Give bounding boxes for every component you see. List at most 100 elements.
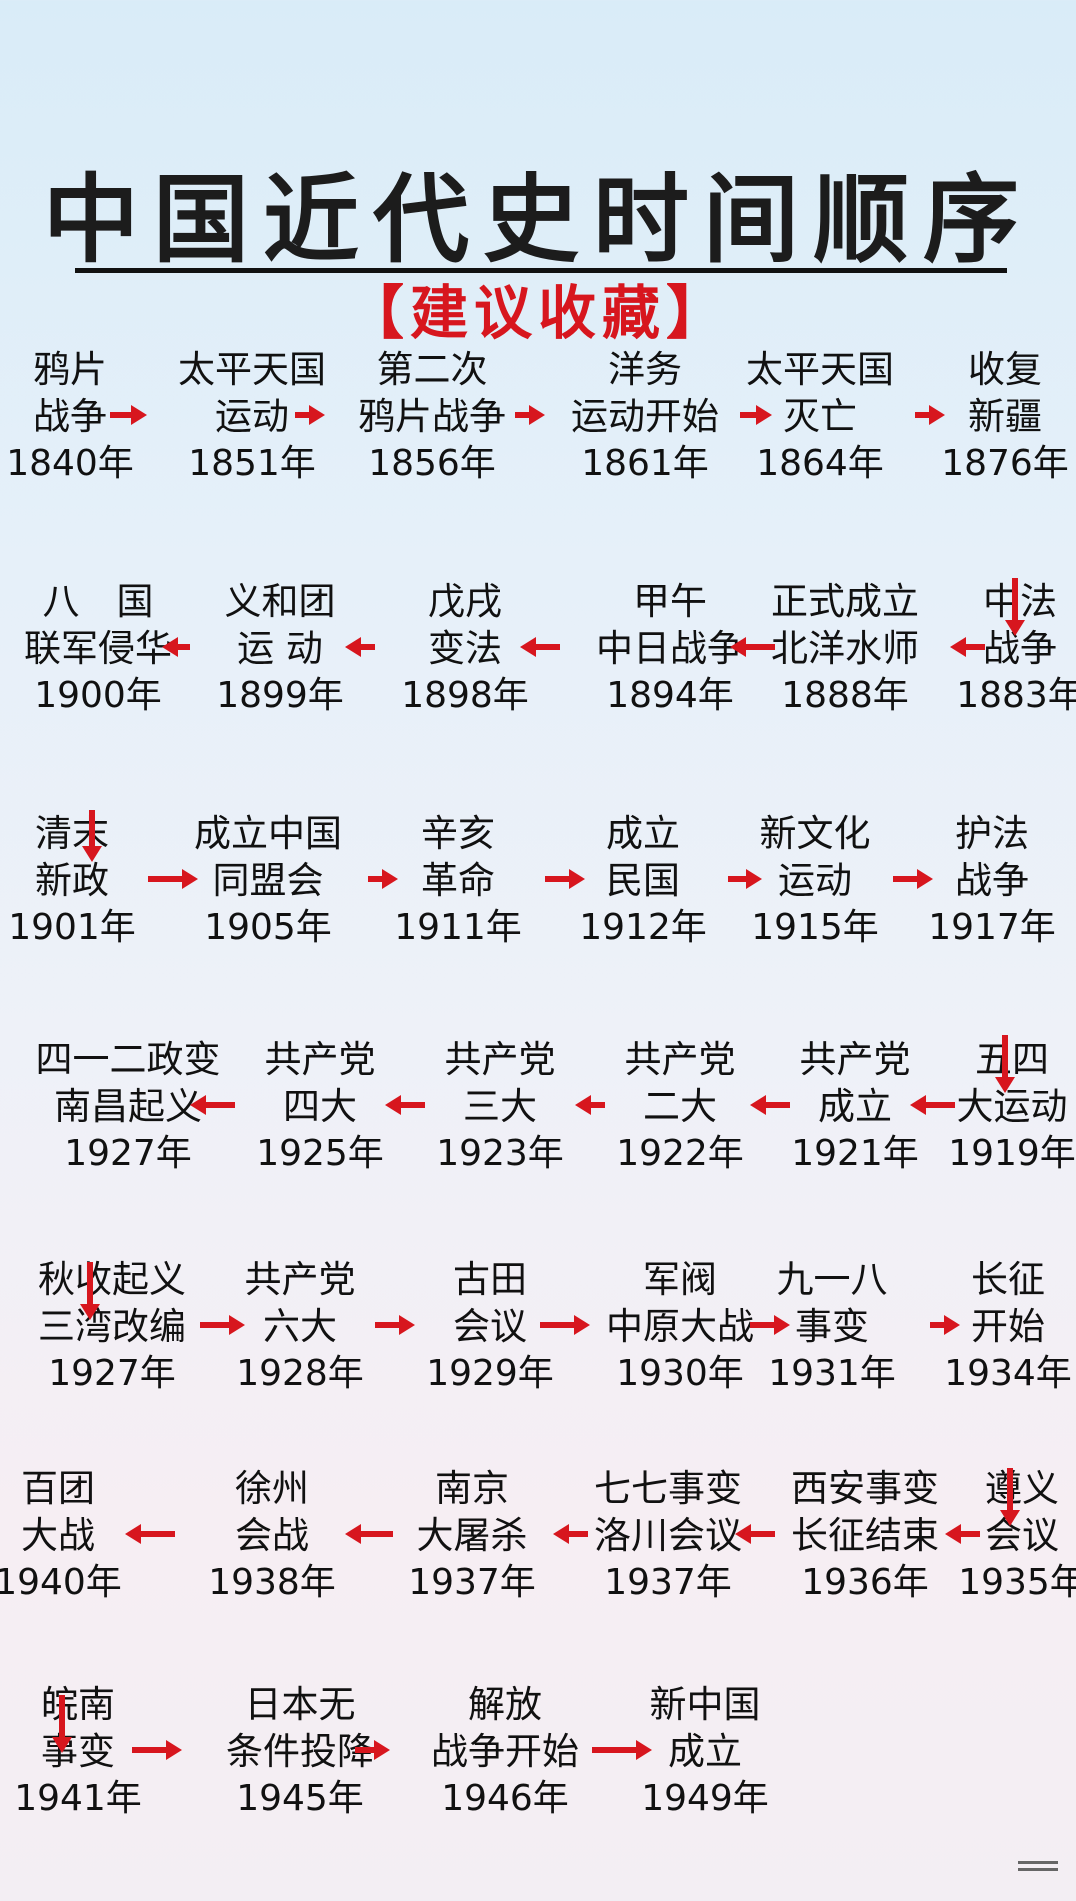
event-label: 会议: [453, 1305, 527, 1348]
event-label: 民国: [606, 859, 680, 902]
event-label: 新文化: [759, 812, 871, 855]
event-label: 开始: [971, 1305, 1045, 1348]
event-label: 运动开始: [571, 395, 719, 438]
event-label: 八 国: [42, 580, 154, 623]
event-label: 同盟会: [212, 859, 324, 902]
arrow-connector: [950, 637, 985, 657]
arrow-connector: [200, 1315, 245, 1335]
event-label: 共产党: [244, 1258, 356, 1301]
arrow-connector: [540, 1315, 590, 1335]
arrow-connector: [945, 1524, 980, 1544]
event-label: 鸦片战争: [358, 395, 506, 438]
arrow-connector: [515, 405, 545, 425]
event-year: 1840年: [6, 443, 134, 484]
event-label: 太平天国: [178, 348, 326, 391]
event-label: 北洋水师: [771, 627, 919, 670]
event-year: 1927年: [48, 1353, 176, 1394]
event-year: 1911年: [394, 907, 522, 948]
event-node: 四一二政变南昌起义 1927年: [36, 1036, 221, 1177]
event-label: 二大: [643, 1085, 717, 1128]
event-year: 1929年: [426, 1353, 554, 1394]
event-label: 运动: [778, 859, 852, 902]
event-label: 戊戌: [428, 580, 502, 623]
event-label: 收复: [968, 348, 1042, 391]
event-label: 南昌起义: [54, 1085, 202, 1128]
event-year: 1922年: [616, 1133, 744, 1174]
arrow-connector: [750, 1095, 790, 1115]
event-year: 1888年: [781, 675, 909, 716]
event-label: 遵义: [985, 1467, 1059, 1510]
event-year: 1930年: [616, 1353, 744, 1394]
arrow-connector: [910, 1095, 955, 1115]
arrow-connector: [575, 1095, 605, 1115]
event-label: 南京: [435, 1467, 509, 1510]
arrow-connector: [750, 1315, 790, 1335]
arrow-connector: [545, 869, 585, 889]
event-label: 徐州: [235, 1467, 309, 1510]
event-label: 秋收起义: [38, 1258, 186, 1301]
arrow-connector: [162, 637, 190, 657]
event-node: 军阀中原大战 1930年: [606, 1256, 754, 1397]
arrow-connector: [110, 405, 147, 425]
event-label: 共产党: [444, 1038, 556, 1081]
event-label: 四一二政变: [35, 1038, 221, 1081]
arrow-connector: [915, 405, 945, 425]
arrow-connector: [125, 1524, 175, 1544]
event-label: 长征: [971, 1258, 1045, 1301]
arrow-connector: [355, 1740, 390, 1760]
arrow-connector: [190, 1095, 235, 1115]
event-label: 鸦片: [33, 348, 107, 391]
event-label: 战争: [983, 627, 1057, 670]
event-label: 会战: [235, 1514, 309, 1557]
arrow-connector: [385, 1095, 425, 1115]
event-label: 军阀: [643, 1258, 717, 1301]
event-year: 1894年: [606, 675, 734, 716]
event-year: 1921年: [791, 1133, 919, 1174]
event-label: 会议: [985, 1514, 1059, 1557]
event-label: 新疆: [968, 395, 1042, 438]
event-label: 共产党: [264, 1038, 376, 1081]
event-label: 中原大战: [606, 1305, 754, 1348]
event-year: 1901年: [8, 907, 136, 948]
arrow-connector: [82, 810, 102, 862]
event-year: 1883年: [956, 675, 1076, 716]
arrow-connector: [1000, 1468, 1020, 1526]
event-label: 义和团: [224, 580, 336, 623]
event-label: 战争: [955, 859, 1029, 902]
event-label: 五四: [975, 1038, 1049, 1081]
event-year: 1949年: [641, 1778, 769, 1819]
arrow-connector: [345, 1524, 393, 1544]
arrow-connector: [592, 1740, 652, 1760]
event-label: 大运动: [956, 1085, 1068, 1128]
event-year: 1899年: [216, 675, 344, 716]
menu-icon[interactable]: [1018, 1861, 1058, 1879]
event-label: 大战: [21, 1514, 95, 1557]
arrow-connector: [730, 637, 775, 657]
arrow-connector: [553, 1524, 588, 1544]
event-year: 1937年: [604, 1562, 732, 1603]
event-label: 运动: [215, 395, 289, 438]
event-label: 联军侵华: [24, 627, 172, 670]
event-year: 1925年: [256, 1133, 384, 1174]
arrow-connector: [80, 1262, 100, 1320]
event-label: 百团: [21, 1467, 95, 1510]
arrow-connector: [930, 1315, 960, 1335]
event-year: 1936年: [801, 1562, 929, 1603]
event-year: 1927年: [64, 1133, 192, 1174]
